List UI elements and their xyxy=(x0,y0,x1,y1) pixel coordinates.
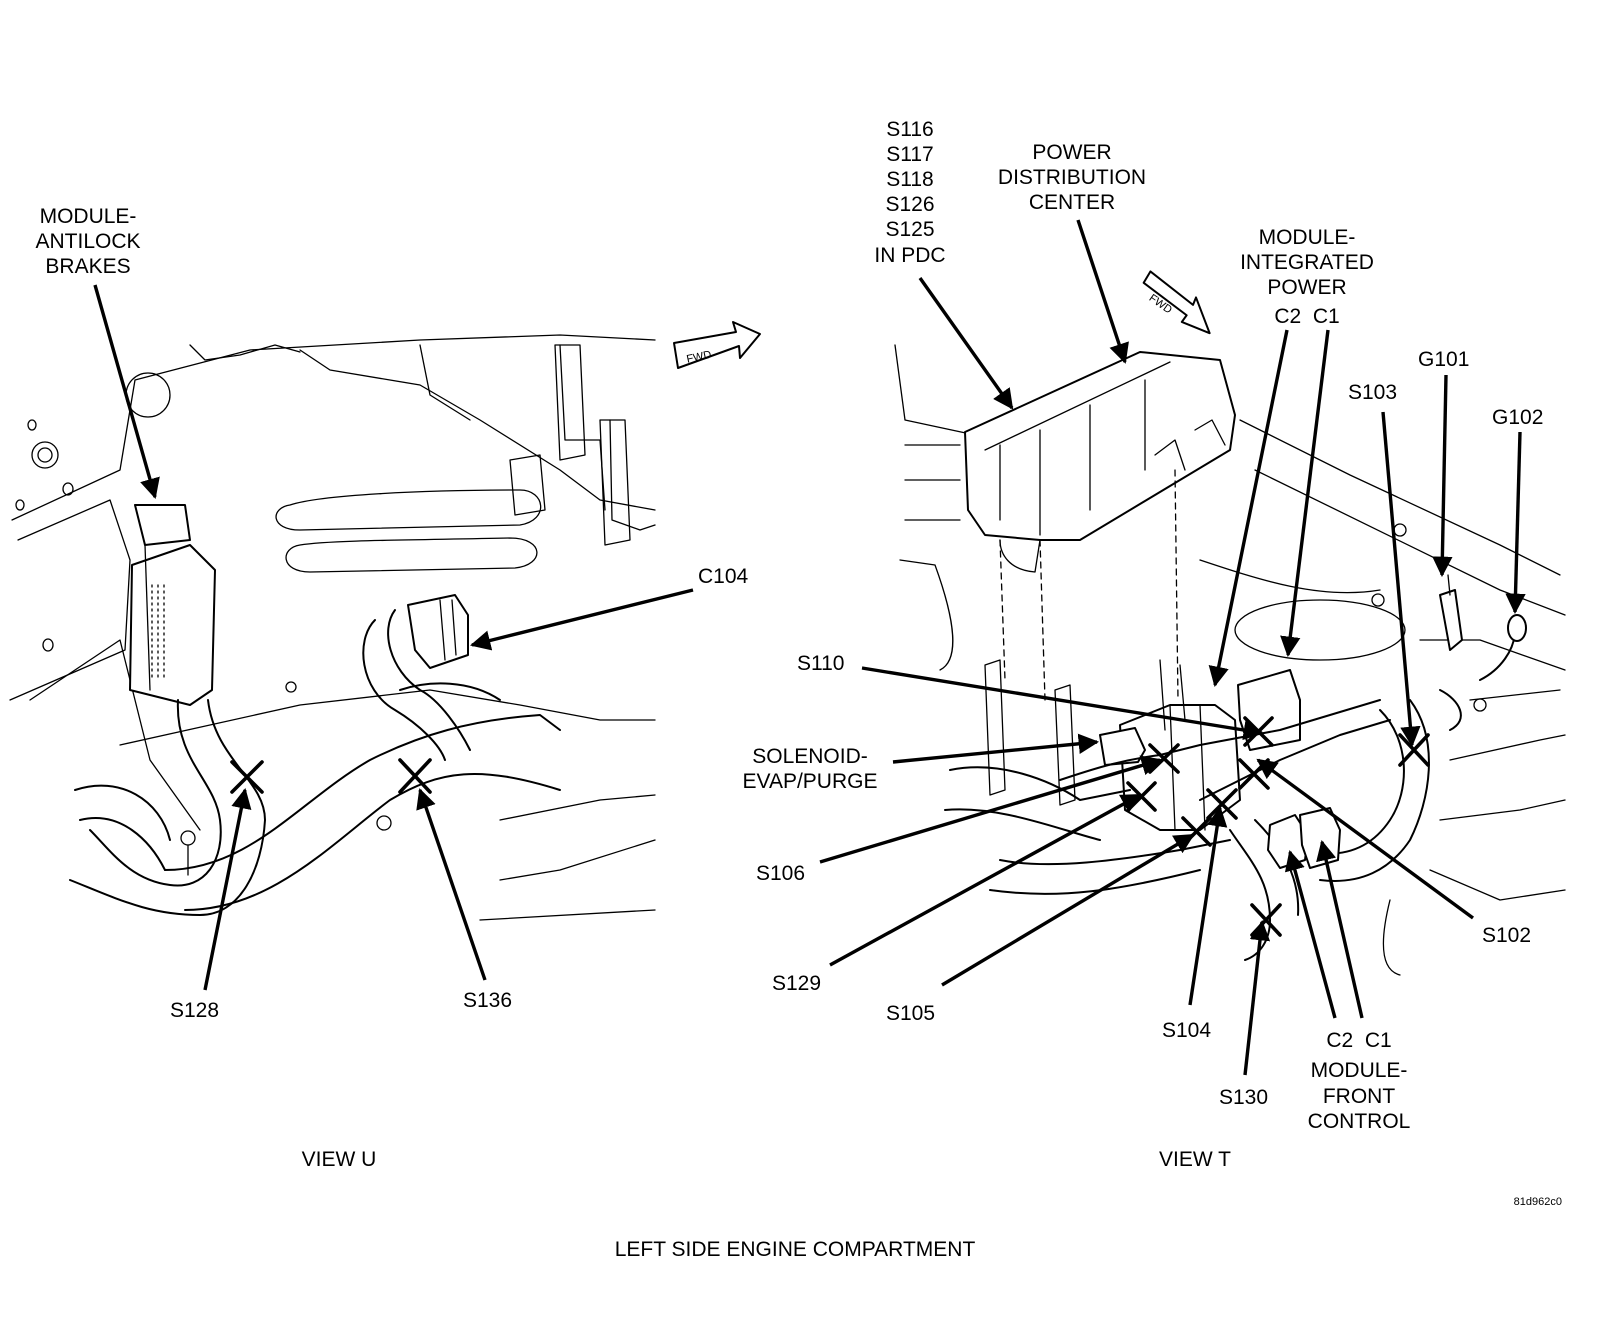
leader-s130 xyxy=(1243,919,1271,1076)
svg-text:MODULE-: MODULE- xyxy=(40,205,137,228)
leader-s104 xyxy=(1188,805,1228,1006)
svg-text:S126: S126 xyxy=(885,193,934,216)
label-front-control-module: C2 C1 MODULE- FRONT CONTROL xyxy=(1308,1029,1411,1133)
svg-text:POWER: POWER xyxy=(1032,141,1111,164)
caption-view-u: VIEW U xyxy=(302,1148,377,1171)
leader-pdc xyxy=(1076,219,1129,364)
fwd-label: FWD xyxy=(685,349,712,366)
fwd-arrow-view-t: FWD xyxy=(1142,270,1211,335)
leader-c104 xyxy=(470,588,694,651)
svg-text:CONTROL: CONTROL xyxy=(1308,1110,1411,1133)
label-s130: S130 xyxy=(1219,1086,1268,1109)
abs-connector-pins xyxy=(151,584,165,681)
caption-view-t: VIEW T xyxy=(1159,1148,1231,1171)
svg-text:ANTILOCK: ANTILOCK xyxy=(35,230,140,253)
label-s136: S136 xyxy=(463,989,512,1012)
leader-fcm-c1 xyxy=(1316,840,1364,1019)
leader-s128 xyxy=(203,787,252,991)
leader-solenoid xyxy=(892,733,1100,764)
svg-text:MODULE-: MODULE- xyxy=(1259,226,1356,249)
svg-text:EVAP/PURGE: EVAP/PURGE xyxy=(743,770,878,793)
label-g101: G101 xyxy=(1418,348,1469,371)
svg-text:C2 C1: C2 C1 xyxy=(1274,305,1339,328)
svg-text:C2 C1: C2 C1 xyxy=(1326,1029,1391,1052)
label-s103: S103 xyxy=(1348,381,1397,404)
leader-g102 xyxy=(1505,431,1526,615)
page-title: LEFT SIDE ENGINE COMPARTMENT xyxy=(615,1238,976,1261)
svg-text:POWER: POWER xyxy=(1267,276,1346,299)
label-s106: S106 xyxy=(756,862,805,885)
label-s104: S104 xyxy=(1162,1019,1211,1042)
svg-text:MODULE-: MODULE- xyxy=(1311,1059,1408,1082)
label-pdc: POWER DISTRIBUTION CENTER xyxy=(998,141,1146,214)
svg-text:INTEGRATED: INTEGRATED xyxy=(1240,251,1374,274)
leader-s136 xyxy=(416,788,487,981)
label-s128: S128 xyxy=(170,999,219,1022)
leader-s105 xyxy=(941,833,1195,987)
svg-text:S117: S117 xyxy=(886,143,934,166)
label-pdc-splices: S116 S117 S118 S126 S125 IN PDC xyxy=(874,118,945,267)
leader-s129 xyxy=(829,793,1142,967)
svg-text:SOLENOID-: SOLENOID- xyxy=(752,745,868,768)
svg-text:S125: S125 xyxy=(885,218,934,241)
svg-text:CENTER: CENTER xyxy=(1029,191,1115,214)
label-c104: C104 xyxy=(698,565,749,588)
svg-text:DISTRIBUTION: DISTRIBUTION xyxy=(998,166,1146,189)
label-s102: S102 xyxy=(1482,924,1531,947)
svg-text:S118: S118 xyxy=(886,168,934,191)
leader-abs-module xyxy=(93,284,160,499)
leader-pdc-splices xyxy=(918,277,1014,410)
label-g102: G102 xyxy=(1492,406,1543,429)
svg-text:FRONT: FRONT xyxy=(1323,1085,1395,1108)
svg-text:BRAKES: BRAKES xyxy=(45,255,130,278)
leader-s103 xyxy=(1381,411,1421,748)
svg-text:IN PDC: IN PDC xyxy=(874,244,945,267)
label-abs-module: MODULE- ANTILOCK BRAKES xyxy=(35,205,140,278)
leader-lines xyxy=(93,219,1526,1076)
leader-fcm-c2 xyxy=(1284,850,1337,1019)
leader-s106 xyxy=(819,755,1162,864)
leader-g101 xyxy=(1432,374,1453,578)
fwd-arrow-view-u: FWD xyxy=(673,321,761,369)
leader-ipm-c2 xyxy=(1208,329,1289,687)
view-u-artwork xyxy=(9,334,656,921)
leader-s102 xyxy=(1256,758,1475,920)
label-integrated-power-module: MODULE- INTEGRATED POWER C2 C1 xyxy=(1240,226,1374,328)
label-solenoid-evap-purge: SOLENOID- EVAP/PURGE xyxy=(743,745,878,793)
label-s110: S110 xyxy=(797,652,845,675)
leader-s110 xyxy=(861,666,1265,741)
figure-id: 81d962c0 xyxy=(1514,1196,1562,1208)
leader-ipm-c1 xyxy=(1280,329,1330,658)
view-t-artwork xyxy=(894,344,1566,976)
splice-s128-mark xyxy=(230,760,264,794)
splice-s136-mark xyxy=(398,758,432,794)
svg-text:S116: S116 xyxy=(886,118,934,141)
label-s129: S129 xyxy=(772,972,821,995)
label-s105: S105 xyxy=(886,1002,935,1025)
